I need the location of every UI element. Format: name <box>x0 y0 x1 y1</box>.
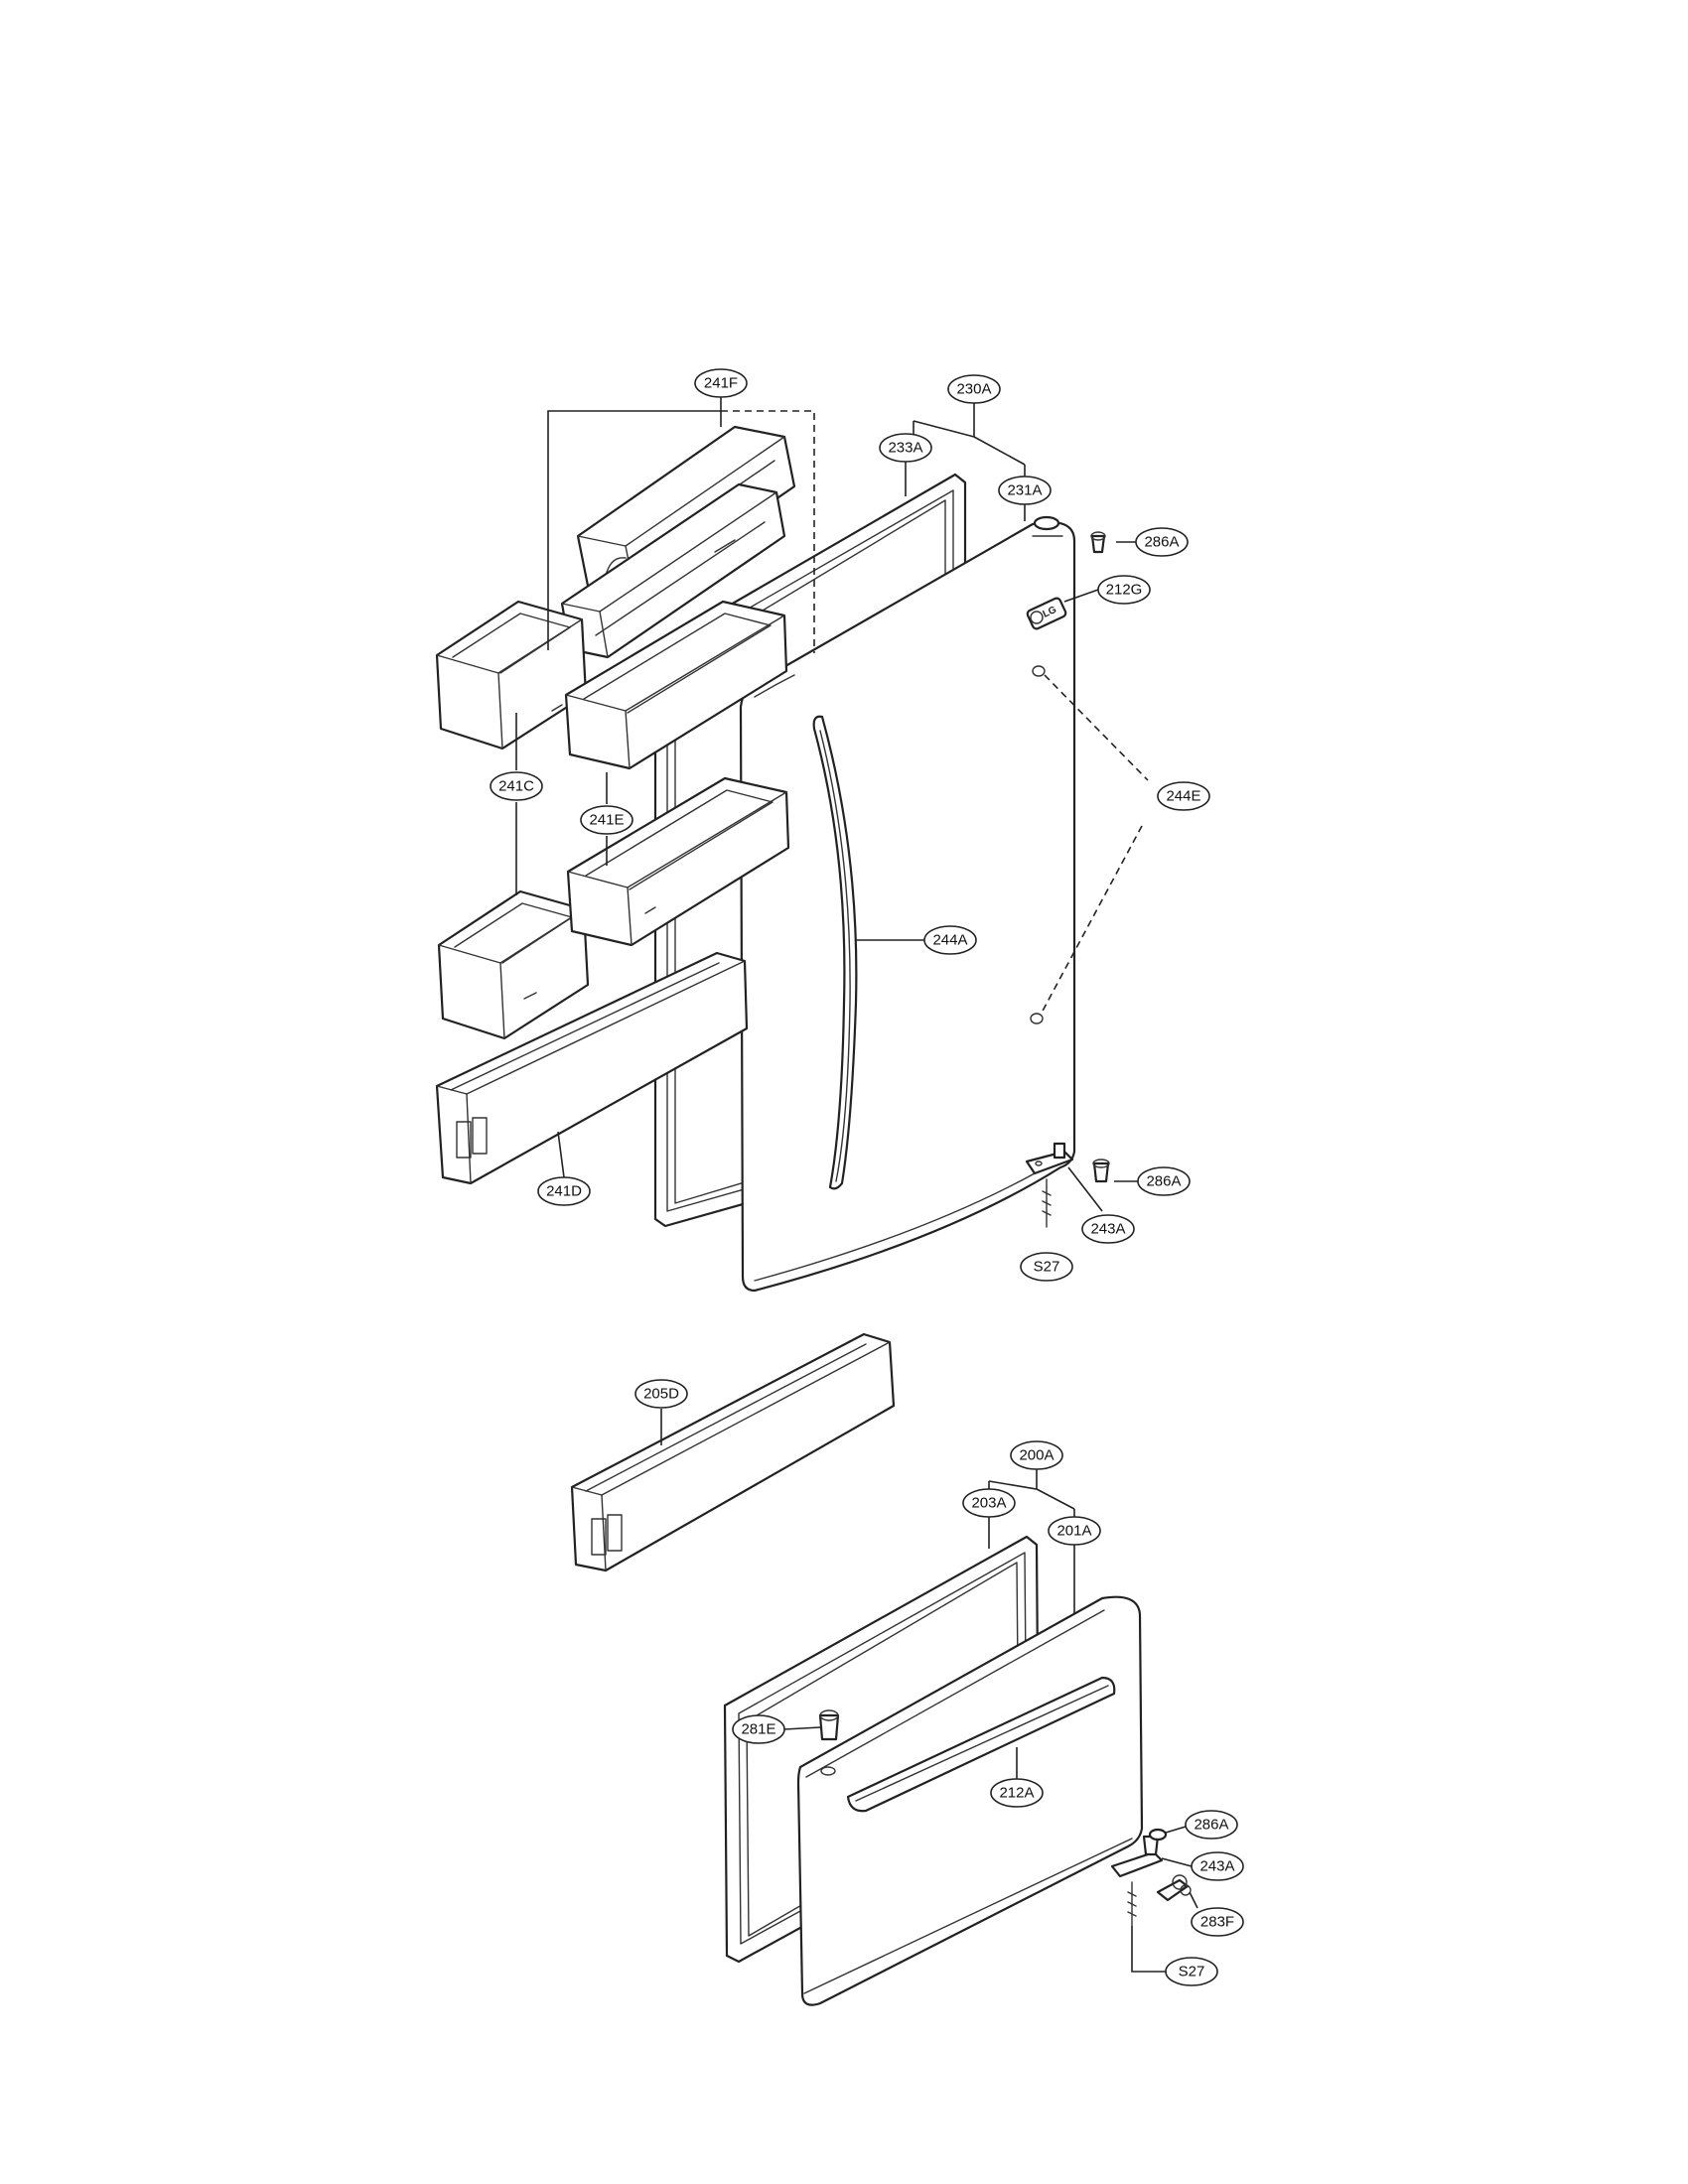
handle-screw-244E <box>1030 665 1046 1024</box>
callout-S27-mid: S27 <box>1020 1252 1073 1282</box>
door-bin-241D <box>435 951 749 1185</box>
callout-212G: 212G <box>1097 575 1151 605</box>
callout-label: 230A <box>956 381 991 398</box>
hinge-cap-286A-bottom <box>1148 1828 1168 1842</box>
callout-label: 286A <box>1194 1817 1228 1834</box>
callout-label: 286A <box>1144 534 1179 551</box>
callout-label: 243A <box>1199 1858 1234 1875</box>
callout-label: 243A <box>1090 1221 1125 1238</box>
hinge-cap-286A-mid <box>1092 1159 1110 1183</box>
door-bin-241C-lower <box>437 889 590 1040</box>
door-bin-241C-upper <box>435 600 588 751</box>
callout-241E: 241E <box>580 805 633 835</box>
callout-205D: 205D <box>634 1379 688 1409</box>
callout-label: 241E <box>589 812 624 829</box>
door-bin-241E-lower <box>566 776 790 947</box>
callout-label: 241D <box>546 1183 582 1200</box>
door-panel-231A <box>739 520 1076 1293</box>
callout-244A: 244A <box>923 925 977 955</box>
callout-label: 231A <box>1007 482 1042 499</box>
callout-243A-mid: 243A <box>1081 1214 1135 1244</box>
screw-S27-bottom <box>1127 1881 1137 1927</box>
door-bin-241E-upper <box>564 600 788 770</box>
callout-200A: 200A <box>1010 1440 1063 1470</box>
screw-S27-mid <box>1042 1178 1052 1228</box>
callout-241C: 241C <box>490 771 543 801</box>
callout-241D: 241D <box>537 1176 591 1206</box>
callout-201A: 201A <box>1048 1516 1101 1546</box>
lg-logo-text: LG <box>1042 605 1058 620</box>
callout-label: 244A <box>932 932 967 949</box>
callout-label: 281E <box>741 1721 775 1738</box>
callout-212A: 212A <box>990 1778 1044 1808</box>
door-bin-205D <box>570 1332 896 1572</box>
callout-286A-mid: 286A <box>1137 1166 1191 1196</box>
callout-283F: 283F <box>1191 1907 1244 1937</box>
callout-286A-bottom: 286A <box>1185 1810 1238 1840</box>
callout-233A: 233A <box>879 433 932 463</box>
callout-230A: 230A <box>947 374 1001 404</box>
callout-label: 286A <box>1146 1173 1181 1190</box>
callout-231A: 231A <box>998 476 1052 505</box>
callout-203A: 203A <box>962 1488 1016 1518</box>
callout-244E: 244E <box>1157 781 1210 811</box>
callout-label: S27 <box>1179 1964 1205 1980</box>
lg-logo-badge-212G: LG <box>1026 597 1067 630</box>
hinge-243A-bottom <box>1110 1835 1164 1878</box>
callout-243A-bottom: 243A <box>1191 1851 1244 1881</box>
hinge-243A-mid <box>1025 1142 1074 1175</box>
callout-label: S27 <box>1034 1259 1060 1276</box>
callout-label: 241F <box>704 375 738 392</box>
callout-label: 233A <box>888 440 922 457</box>
callout-281E: 281E <box>732 1714 785 1744</box>
door-handle-244A <box>812 715 858 1190</box>
hinge-cap-286A-top <box>1090 531 1106 554</box>
callout-label: 200A <box>1019 1447 1054 1464</box>
callout-label: 241C <box>498 778 534 795</box>
callouts: 241F 230A 233A 231A 286A 212G 241C 241E <box>490 368 1244 1986</box>
leader-lines <box>515 397 1198 1973</box>
callout-S27-bottom: S27 <box>1165 1957 1218 1986</box>
hinge-pin-283F <box>1156 1874 1192 1902</box>
door-top-knob <box>1033 515 1060 531</box>
callout-label: 244E <box>1166 788 1200 805</box>
callout-label: 203A <box>971 1495 1006 1512</box>
callout-label: 205D <box>643 1386 679 1403</box>
callout-label: 212G <box>1106 582 1143 599</box>
callout-label: 212A <box>999 1785 1034 1802</box>
callout-label: 201A <box>1056 1523 1091 1540</box>
callout-label: 283F <box>1200 1914 1234 1931</box>
callout-241F: 241F <box>694 368 748 398</box>
drawer-handle-212A <box>846 1676 1116 1813</box>
drawer-stopper-281E <box>818 1709 840 1776</box>
callout-286A-top: 286A <box>1135 527 1189 557</box>
